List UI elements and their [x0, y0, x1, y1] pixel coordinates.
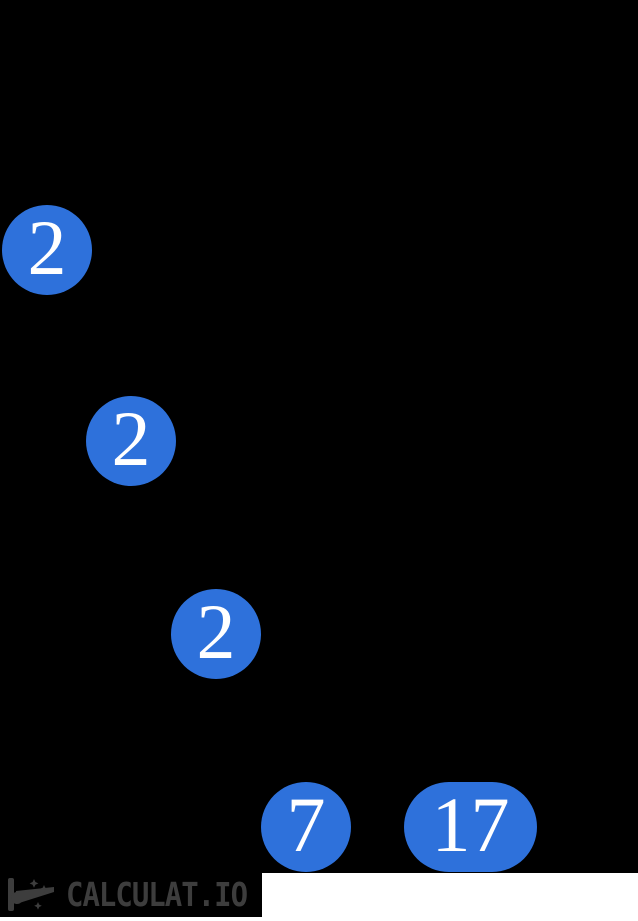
factor-value: 2 [196, 588, 236, 675]
factor-value: 7 [286, 781, 326, 868]
factor-node: 2 [86, 396, 176, 486]
logo: CALCULAT.IO [0, 873, 262, 917]
factor-node: 7 [261, 782, 351, 872]
logo-text: CALCULAT.IO [66, 875, 248, 915]
factor-value: 2 [111, 395, 151, 482]
factor-node: 2 [171, 589, 261, 679]
factor-value: 2 [27, 204, 67, 291]
footer-watermark-bar: CALCULAT.IO [0, 873, 638, 921]
calculator-logo-icon [8, 878, 54, 911]
factor-value: 17 [431, 781, 510, 868]
factor-node: 17 [404, 782, 537, 872]
factor-node: 2 [2, 205, 92, 295]
